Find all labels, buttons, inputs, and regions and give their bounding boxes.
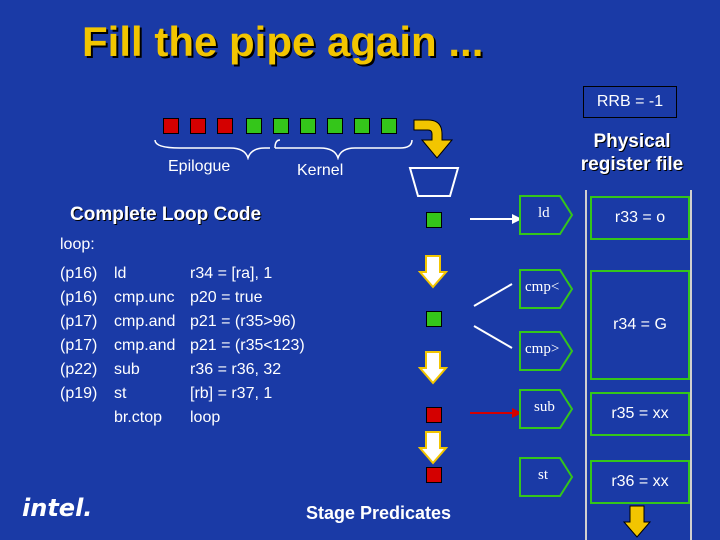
- code-arg: r34 = [ra], 1: [190, 265, 273, 282]
- code-pred: (p17): [60, 313, 98, 330]
- down-arrow-icon: [622, 505, 652, 538]
- epilogue-kernel-brackets: [154, 139, 413, 160]
- kernel-label: Kernel: [297, 162, 344, 179]
- down-arrow-icon: [418, 431, 448, 465]
- stage-st: st: [538, 467, 549, 483]
- stage-predicate-green: [426, 212, 442, 228]
- stage-shapes: [519, 195, 574, 497]
- code-arg: loop: [190, 409, 221, 426]
- pipeline-square-red: [217, 118, 233, 134]
- code-op: cmp.and: [114, 337, 176, 354]
- code-op: sub: [114, 361, 140, 378]
- pipeline-square-red: [190, 118, 206, 134]
- complete-loop-code-label: Complete Loop Code: [70, 204, 262, 225]
- intel-logo: intel.: [22, 494, 93, 522]
- code-arg: p21 = (r35>96): [190, 313, 296, 330]
- prf-line-1: Physical: [593, 131, 671, 152]
- register-file-column: [585, 190, 692, 540]
- code-op: st: [114, 385, 127, 402]
- code-arg: [rb] = r37, 1: [190, 385, 273, 402]
- code-pred: (p16): [60, 289, 98, 306]
- stage-sub: sub: [534, 399, 555, 415]
- pipeline-square-green: [246, 118, 262, 134]
- code-op: cmp.and: [114, 313, 176, 330]
- slide-title: Fill the pipe again ...: [82, 18, 484, 65]
- code-op: br.ctop: [114, 409, 163, 426]
- physical-register-file-label: Physical register file: [572, 130, 692, 176]
- pipeline-square-red: [163, 118, 179, 134]
- register-r34: r34 = G: [590, 270, 690, 380]
- stage-predicates-label: Stage Predicates: [306, 503, 452, 523]
- code-pred: (p16): [60, 265, 98, 282]
- code-pred: (p17): [60, 337, 98, 354]
- stage-arrows: [470, 214, 522, 418]
- stage-ld: ld: [538, 205, 550, 221]
- code-arg: p21 = (r35<123): [190, 337, 305, 354]
- stage-predicate-red: [426, 407, 442, 423]
- down-arrow-icon: [418, 255, 448, 289]
- epilogue-label: Epilogue: [168, 158, 231, 175]
- code-arg: r36 = r36, 32: [190, 361, 282, 378]
- code-op: ld: [114, 265, 127, 282]
- register-r36: r36 = xx: [590, 460, 690, 504]
- code-pred: (p19): [60, 385, 98, 402]
- code-ops: ld cmp.unc cmp.and cmp.and sub st br.cto…: [114, 262, 175, 430]
- code-arg: p20 = true: [190, 289, 263, 306]
- prf-line-2: register file: [580, 154, 684, 175]
- register-r35: r35 = xx: [590, 392, 690, 436]
- code-args: r34 = [ra], 1 p20 = true p21 = (r35>96) …: [190, 262, 305, 430]
- pipeline-square-green: [354, 118, 370, 134]
- register-r33: r33 = o: [590, 196, 690, 240]
- stage-cmp-less: cmp<: [525, 279, 560, 295]
- code-predicates: (p16) (p16) (p17) (p17) (p22) (p19): [60, 262, 97, 406]
- funnel-icon: [408, 167, 460, 197]
- code-pred: (p22): [60, 361, 98, 378]
- curved-down-arrow-icon: [413, 119, 454, 159]
- loop-label: loop:: [60, 236, 95, 253]
- rrb-label: RRB = -1: [583, 86, 677, 118]
- pipeline-square-green: [273, 118, 289, 134]
- pipeline-square-green: [327, 118, 343, 134]
- pipeline-square-green: [300, 118, 316, 134]
- down-arrow-icon: [418, 351, 448, 385]
- pipeline-square-green: [381, 118, 397, 134]
- stage-cmp-greater: cmp>: [525, 341, 560, 357]
- stage-predicate-green: [426, 311, 442, 327]
- stage-predicate-red: [426, 467, 442, 483]
- code-op: cmp.unc: [114, 289, 175, 306]
